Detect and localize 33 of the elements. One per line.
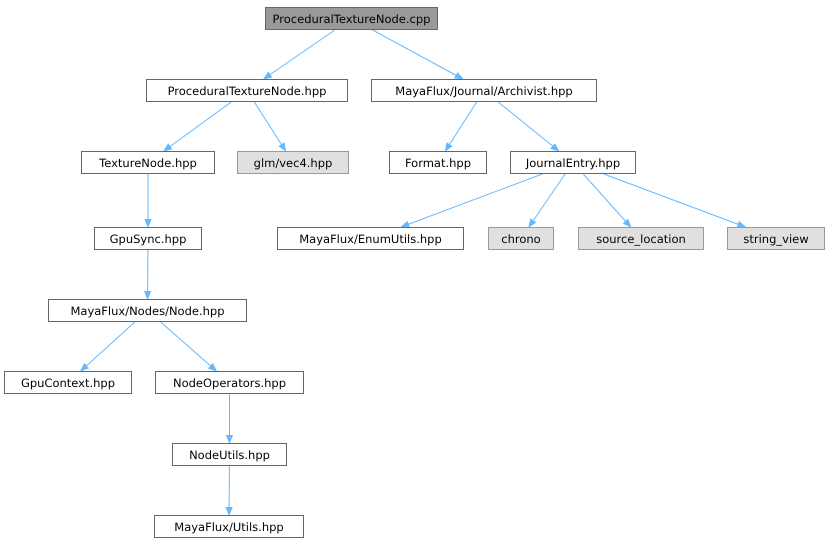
file-box: MayaFlux/Nodes/Node.hpp — [48, 299, 247, 322]
file-box: string_view — [727, 227, 825, 250]
arrow — [144, 250, 152, 300]
arrow — [163, 102, 232, 152]
arrow — [263, 30, 336, 80]
file-box: chrono — [488, 227, 554, 250]
file-box: NodeUtils.hpp — [172, 443, 287, 466]
arrow — [160, 322, 217, 372]
arrow — [528, 174, 566, 228]
arrow — [372, 30, 464, 80]
file-box: MayaFlux/Utils.hpp — [154, 515, 304, 538]
arrow — [400, 174, 543, 228]
arrow — [444, 102, 478, 152]
file-box: ProceduralTextureNode.hpp — [146, 79, 348, 102]
file-box: JournalEntry.hpp — [510, 151, 636, 174]
file-box: source_location — [578, 227, 704, 250]
file-box: MayaFlux/EnumUtils.hpp — [277, 227, 464, 250]
file-box: ProceduralTextureNode.cpp — [265, 7, 438, 30]
arrow — [226, 466, 233, 516]
file-box: TextureNode.hpp — [81, 151, 215, 174]
arrow — [80, 322, 136, 372]
arrow — [226, 394, 234, 444]
arrow — [144, 174, 152, 228]
arrow — [603, 174, 746, 228]
arrow — [498, 102, 560, 152]
file-box: NodeOperators.hpp — [155, 371, 304, 394]
file-box: MayaFlux/Journal/Archivist.hpp — [371, 79, 597, 102]
arrow — [582, 174, 632, 228]
file-box: glm/vec4.hpp — [237, 151, 349, 174]
file-box: GpuContext.hpp — [4, 371, 132, 394]
file-box: Format.hpp — [389, 151, 487, 174]
arrow — [254, 102, 286, 152]
file-box: GpuSync.hpp — [94, 227, 202, 250]
